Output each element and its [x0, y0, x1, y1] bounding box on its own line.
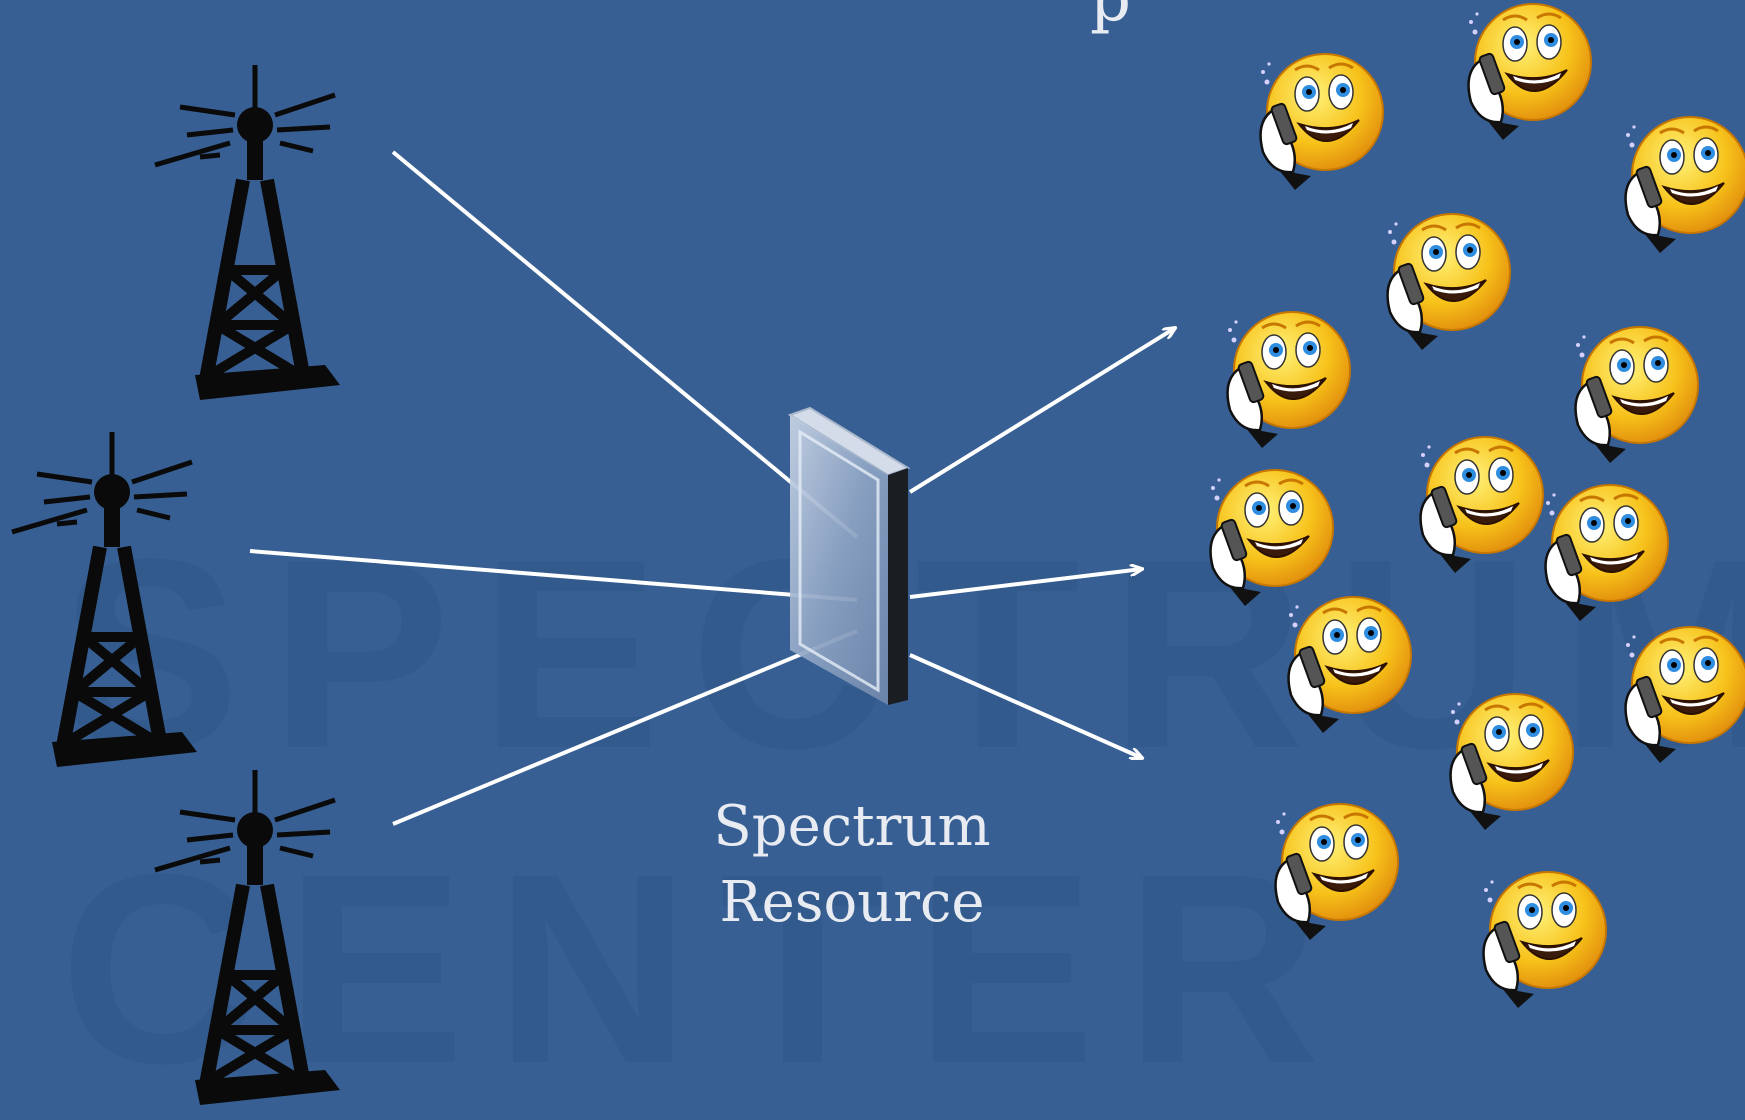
output-arrow-1	[908, 328, 1175, 494]
smiley-phone-icon	[1274, 802, 1400, 942]
radio-tower-icon-3	[155, 770, 340, 1105]
smiley-phone-icon	[1482, 870, 1608, 1010]
output-arrow-2	[909, 569, 1142, 599]
title-fragment: p	[1090, 0, 1131, 36]
smiley-phone-icon	[1287, 595, 1413, 735]
smiley-phone-icon	[1386, 212, 1512, 352]
signal-line-3	[392, 629, 858, 826]
smiley-phone-icon	[1226, 310, 1352, 450]
output-arrow-3	[909, 653, 1142, 758]
radio-tower-icon-2	[12, 432, 197, 767]
smiley-phone-icon	[1419, 435, 1545, 575]
smiley-phone-icon	[1574, 325, 1700, 465]
signal-line-1	[391, 150, 859, 539]
smiley-phone-icon	[1449, 692, 1575, 832]
signal-line-2	[249, 549, 858, 602]
smiley-phone-icon	[1624, 115, 1745, 255]
glass-panel-icon	[787, 406, 911, 705]
smiley-phone-icon	[1467, 2, 1593, 142]
user-group	[1209, 2, 1745, 1010]
spectrum-label-line-1: Spectrum	[713, 794, 991, 859]
smiley-phone-icon	[1544, 483, 1670, 623]
smiley-phone-icon	[1209, 468, 1335, 608]
spectrum-label-line-2: Resource	[719, 870, 985, 935]
radio-tower-icon-1	[155, 65, 340, 400]
smiley-phone-icon	[1624, 625, 1745, 765]
smiley-phone-icon	[1259, 52, 1385, 192]
